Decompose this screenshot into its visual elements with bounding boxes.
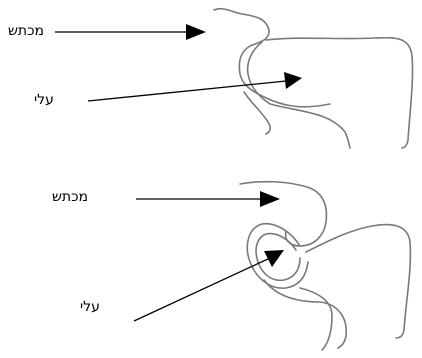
top-pestle-label: עלי — [34, 93, 54, 107]
bottom-figure — [134, 182, 410, 350]
bottom-pestle-arrow-line — [134, 258, 270, 321]
bottom-pestle-outline — [306, 225, 410, 338]
top-mortar-arrowhead — [186, 24, 206, 40]
bottom-mortar-arrowhead — [260, 191, 280, 207]
top-pestle-arrowhead — [284, 72, 302, 89]
bottom-pestle-label: עלי — [80, 300, 100, 314]
top-pestle-inner — [248, 42, 350, 148]
top-mortar-outline — [214, 9, 330, 107]
bottom-mortar-label: מכתש — [52, 190, 88, 204]
top-figure — [55, 9, 413, 148]
bottom-pestle-arrowhead — [264, 250, 284, 267]
bottom-mortar-outline — [240, 182, 326, 246]
bottom-lower-edge — [300, 288, 332, 350]
top-pestle-outline — [266, 38, 413, 148]
top-mortar-label: מכתש — [8, 24, 44, 38]
